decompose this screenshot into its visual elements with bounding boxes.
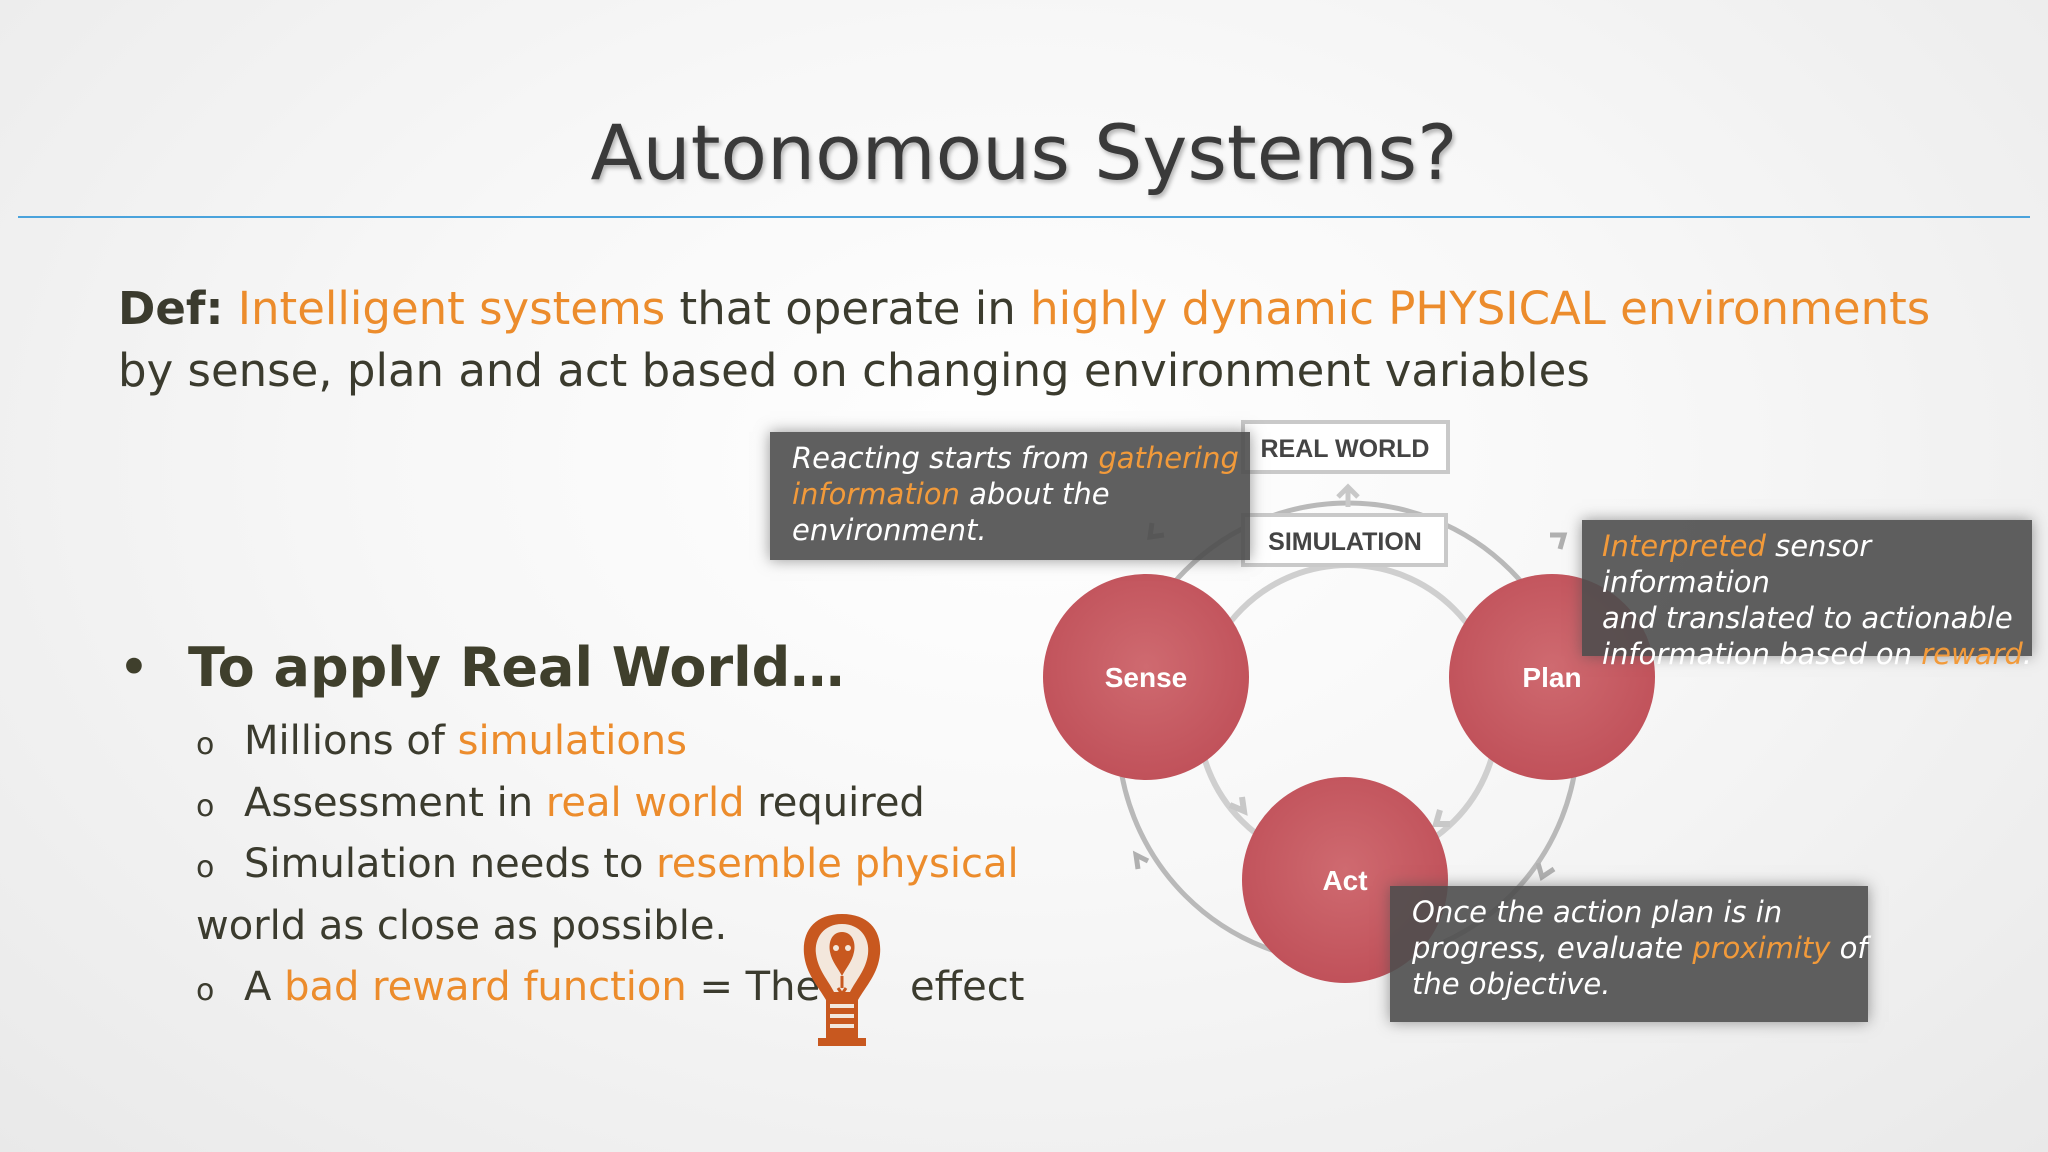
arrow-icon bbox=[1535, 862, 1556, 881]
sub-bullet-2: o Assessment in real world required bbox=[196, 780, 925, 826]
sub-bullet-4-after-icon: effect bbox=[910, 964, 1025, 1010]
callout-text: information based on bbox=[1602, 637, 1922, 671]
definition-label: Def: bbox=[118, 282, 224, 335]
sense-circle bbox=[1043, 574, 1249, 780]
definition-text: Def: Intelligent systems that operate in… bbox=[118, 278, 1998, 402]
callout-text: of bbox=[1830, 931, 1868, 965]
simulation-label: SIMULATION bbox=[1268, 528, 1422, 556]
sub-bullet-3: o Simulation needs to resemble physical bbox=[196, 841, 1019, 887]
callout-highlight: Interpreted bbox=[1602, 529, 1766, 563]
sense-callout: Reacting starts from gathering informati… bbox=[770, 432, 1250, 560]
sub-bullet-highlight: resemble physical bbox=[656, 841, 1019, 887]
sub-bullet-text-end: = The bbox=[686, 964, 821, 1010]
sub-bullet-highlight: simulations bbox=[457, 718, 687, 764]
real-world-label: REAL WORLD bbox=[1261, 435, 1430, 463]
circle-bullet-icon: o bbox=[196, 727, 215, 762]
arrow-icon bbox=[1550, 532, 1568, 550]
sub-bullet-highlight: real world bbox=[545, 780, 745, 826]
circle-bullet-icon: o bbox=[196, 850, 215, 885]
callout-highlight: gathering bbox=[1098, 441, 1239, 475]
arrow-icon bbox=[1132, 850, 1150, 870]
callout-text: . bbox=[2022, 637, 2033, 671]
plan-label: Plan bbox=[1522, 662, 1581, 693]
callout-text: Once the action plan is in bbox=[1412, 895, 1783, 929]
circle-bullet-icon: o bbox=[196, 973, 215, 1008]
callout-text: environment. bbox=[792, 513, 987, 547]
simulation-box bbox=[1241, 513, 1448, 567]
title-divider bbox=[18, 216, 2030, 218]
definition-highlight-2: highly dynamic PHYSICAL environments bbox=[1030, 282, 1931, 335]
sub-bullet-3-continuation: world as close as possible. bbox=[196, 903, 727, 949]
circle-bullet-icon: o bbox=[196, 789, 215, 824]
callout-highlight: information bbox=[792, 477, 960, 511]
sense-label: Sense bbox=[1105, 662, 1188, 693]
sub-bullet-text: world as close as possible. bbox=[196, 903, 728, 949]
sub-bullet-text: Assessment in bbox=[244, 780, 546, 826]
arrow-icon bbox=[1228, 796, 1248, 816]
sub-bullet-text: Simulation needs to bbox=[244, 841, 657, 887]
slide-title: Autonomous Systems? bbox=[590, 108, 1458, 197]
definition-connector: that operate in bbox=[665, 282, 1031, 335]
callout-text: progress, evaluate bbox=[1412, 931, 1693, 965]
plan-callout: Interpreted sensor information and trans… bbox=[1582, 520, 2032, 671]
act-label: Act bbox=[1322, 865, 1367, 896]
sub-bullet-highlight: bad reward function bbox=[284, 964, 687, 1010]
callout-highlight: reward bbox=[1921, 637, 2023, 671]
sub-bullet-text-end: required bbox=[744, 780, 925, 826]
sub-bullet-text: A bbox=[244, 964, 285, 1010]
bullet-heading: • To apply Real World… bbox=[118, 636, 844, 699]
callout-text: about the bbox=[959, 477, 1110, 511]
sub-bullet-1: o Millions of simulations bbox=[196, 718, 687, 764]
cobra-icon bbox=[803, 914, 881, 1046]
callout-text: the objective. bbox=[1412, 967, 1611, 1001]
real-world-box bbox=[1241, 420, 1450, 474]
callout-text: sensor information bbox=[1602, 529, 1872, 599]
definition-highlight-1: Intelligent systems bbox=[237, 282, 666, 335]
arrow-icon bbox=[1336, 483, 1360, 507]
callout-text: and translated to actionable bbox=[1602, 601, 2013, 635]
callout-highlight: proximity bbox=[1692, 931, 1831, 965]
callout-text: Reacting starts from bbox=[792, 441, 1099, 475]
definition-line-2: by sense, plan and act based on changing… bbox=[118, 344, 1590, 397]
sub-bullet-text: Millions of bbox=[244, 718, 458, 764]
act-callout: Once the action plan is in progress, eva… bbox=[1390, 886, 1868, 1022]
arrow-icon bbox=[1432, 809, 1450, 827]
bullet-dot-icon: • bbox=[118, 636, 150, 699]
bullet-heading-text: To apply Real World… bbox=[188, 636, 845, 699]
